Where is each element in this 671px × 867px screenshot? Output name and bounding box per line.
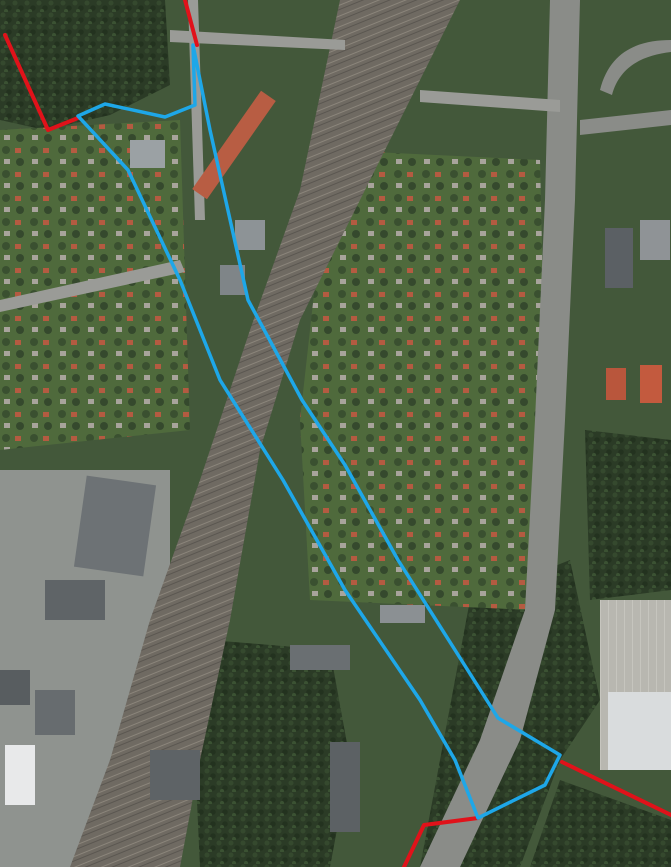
road-north-east-west	[170, 30, 345, 50]
warehouse-building-3	[35, 690, 75, 735]
building-south-center-4	[380, 605, 425, 623]
building-north-center-1	[130, 140, 165, 168]
red-route-north	[183, 0, 199, 47]
red-route-south	[402, 816, 480, 867]
forest-area-east	[585, 430, 671, 600]
warehouse-building-2	[45, 580, 105, 620]
building-south-center-1	[290, 645, 350, 670]
warehouse-building-4	[5, 745, 35, 805]
building-east-1	[605, 228, 633, 288]
retail-building-southeast	[608, 692, 671, 770]
warehouse-building-5	[0, 670, 30, 705]
building-east-3	[640, 365, 662, 403]
road-west-arterial	[0, 260, 185, 312]
highway-ramp-northeast	[600, 40, 671, 95]
building-north-center-2	[235, 220, 265, 250]
highway-corridor	[420, 0, 580, 867]
building-south-center-3	[150, 750, 200, 800]
road-crossing-north	[420, 90, 560, 112]
blue-route	[76, 43, 562, 820]
building-east-4	[606, 368, 626, 400]
building-east-2	[640, 220, 670, 260]
forest-area-south-center	[195, 640, 350, 867]
warehouse-building-1	[73, 475, 157, 577]
forest-area-south-east-corner	[530, 780, 671, 867]
red-route-northwest	[3, 33, 80, 132]
highway-ramp-north	[580, 110, 671, 135]
red-route-southeast	[560, 760, 671, 817]
railway-yard	[70, 0, 460, 867]
apartment-block-north	[192, 90, 276, 200]
building-south-center-2	[330, 742, 360, 832]
forest-area-northwest	[0, 0, 170, 130]
